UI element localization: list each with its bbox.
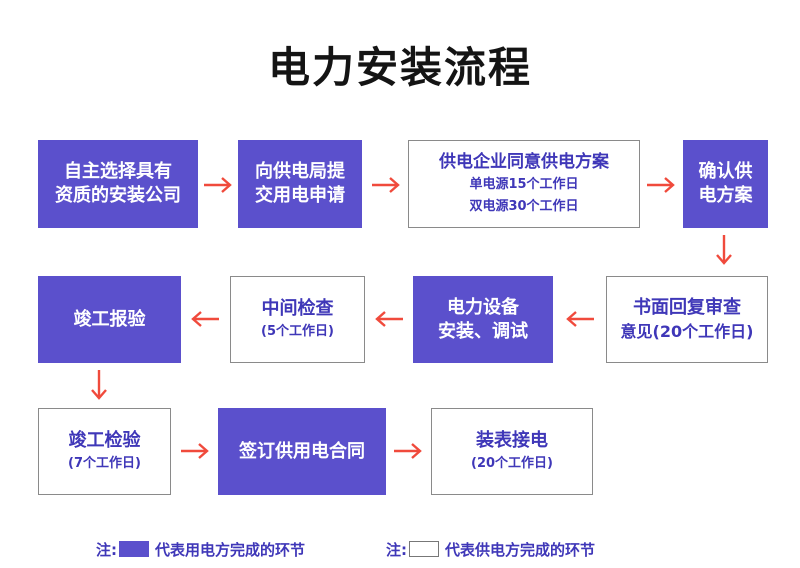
step-sub-single: 单电源15个工作日 [469,177,579,192]
step-submit-application: 向供电局提 交用电申请 [238,140,362,228]
step-sub-double: 双电源30个工作日 [469,199,579,214]
arrow-right-icon [372,177,400,193]
legend-note-label: 注: [96,540,117,559]
step-label: 竣工报验 [73,308,146,330]
arrow-right-icon [204,177,232,193]
arrow-right-icon [647,177,675,193]
step-completion-inspection: 竣工检验 (7个工作日) [38,408,171,495]
step-sub: (5个工作日) [261,323,334,339]
step-sign-contract: 签订供用电合同 [218,408,386,495]
legend-outline-swatch [409,541,439,557]
step-supply-plan-approval: 供电企业同意供电方案 单电源15个工作日 双电源30个工作日 [408,140,640,228]
legend-outline-text: 代表供电方完成的环节 [445,540,596,559]
arrow-right-icon [394,443,422,459]
step-label-line2: 安装、调试 [438,320,528,342]
legend-note-label: 注: [386,540,407,559]
step-label-line2: 电方案 [698,185,753,206]
arrow-left-icon [566,311,594,327]
step-choose-installer: 自主选择具有 资质的安装公司 [38,140,198,228]
step-label: 装表接电 [476,429,548,451]
step-label: 书面回复审查 [633,296,741,318]
step-label: 中间检查 [261,297,334,319]
step-label-line1: 电力设备 [447,296,519,318]
step-label-line2: 资质的安装公司 [55,185,181,206]
step-confirm-plan: 确认供 电方案 [683,140,768,228]
step-label: 供电企业同意供电方案 [439,152,609,172]
step-label-line1: 向供电局提 [255,161,345,182]
legend-filled: 注: 代表用电方完成的环节 [96,539,305,559]
arrow-down-icon [91,370,107,400]
step-sub: (20个工作日) [471,455,553,471]
arrow-down-icon [716,235,732,265]
legend-filled-text: 代表用电方完成的环节 [155,540,306,559]
page-title: 电力安装流程 [267,43,532,92]
step-sub: (7个工作日) [68,455,141,471]
arrow-left-icon [191,311,219,327]
legend-outline: 注: 代表供电方完成的环节 [386,539,595,559]
legend-filled-swatch [119,541,149,557]
step-sub: 意见(20个工作日) [620,321,754,341]
step-written-review: 书面回复审查 意见(20个工作日) [606,276,768,363]
step-completion-report: 竣工报验 [38,276,181,363]
step-intermediate-inspection: 中间检查 (5个工作日) [230,276,365,363]
step-equipment-install: 电力设备 安装、调试 [413,276,553,363]
step-label-line1: 自主选择具有 [64,161,172,182]
step-label: 竣工检验 [68,429,141,451]
step-label: 签订供用电合同 [239,440,365,462]
step-label-line2: 交用电申请 [255,185,345,206]
step-label-line1: 确认供 [698,161,753,182]
arrow-left-icon [375,311,403,327]
arrow-right-icon [181,443,209,459]
step-meter-connection: 装表接电 (20个工作日) [431,408,593,495]
